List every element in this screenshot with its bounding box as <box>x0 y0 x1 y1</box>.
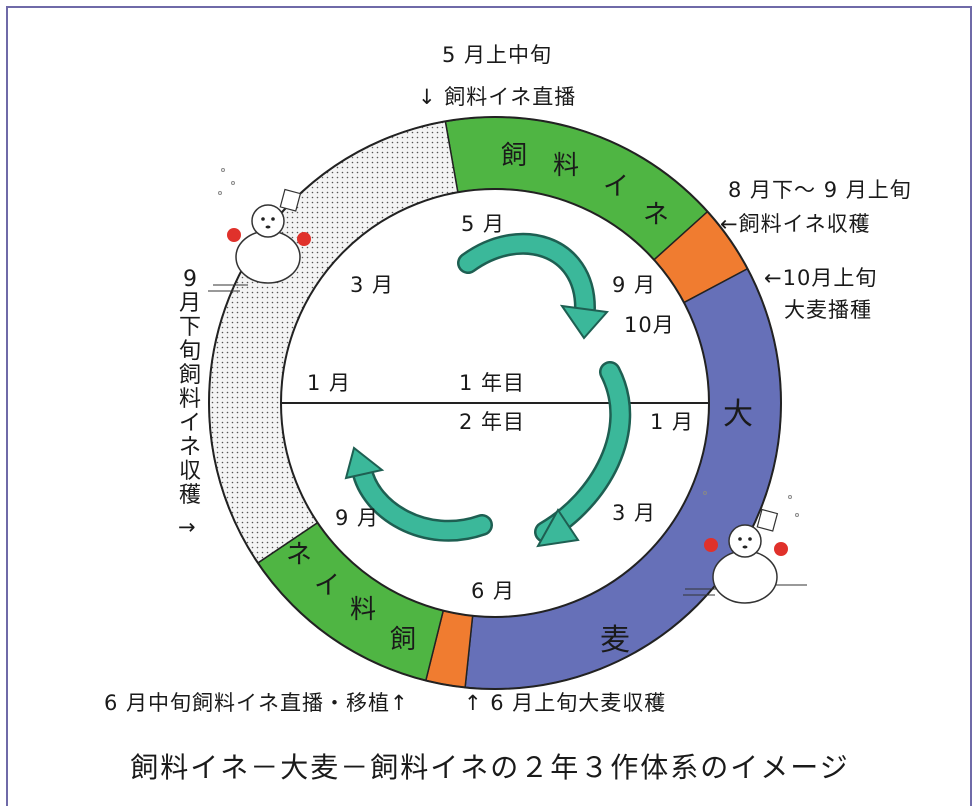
annotation-aug-line2: ←飼料イネ収穫 <box>720 212 871 236</box>
month-label: 5 月 <box>461 212 506 236</box>
year1-label: 1 年目 <box>459 371 526 395</box>
snowman-icon <box>208 168 311 292</box>
ring-label: イ <box>603 172 631 202</box>
ring-label: 大 <box>723 397 754 432</box>
figure-caption: 飼料イネ－大麦－飼料イネの２年３作体系のイメージ <box>130 751 850 784</box>
annotation-sep-arrow: → <box>178 515 197 539</box>
month-label: 3 月 <box>350 273 395 297</box>
month-label: 3 月 <box>612 501 657 525</box>
ring-label: 飼 <box>501 141 529 171</box>
figure-frame <box>6 6 972 806</box>
annotation-may-line2: ↓ 飼料イネ直播 <box>418 85 577 109</box>
ring-label: ネ <box>286 540 314 570</box>
annotation-aug-line1: 8 月下～ 9 月上旬 <box>728 178 912 202</box>
ring-label: イ <box>314 571 342 601</box>
arrow-heads <box>344 304 609 548</box>
month-label: 1 月 <box>307 371 352 395</box>
ring-label: 料 <box>350 595 378 625</box>
month-label: 1 月 <box>650 410 695 434</box>
ring-label: 麦 <box>600 623 631 658</box>
annotation-sep-vertical: 9月下旬飼料イネ収穫 <box>178 267 201 508</box>
month-label: 6 月 <box>471 579 516 603</box>
annotation-oct-line1: ←10月上旬 <box>764 266 878 290</box>
annotation-jun-early: ↑ 6 月上旬大麦収穫 <box>464 691 667 715</box>
annotation-may-line1: 5 月上中旬 <box>442 43 553 67</box>
month-label: 9 月 <box>612 273 657 297</box>
month-label: 9 月 <box>335 506 380 530</box>
annotation-oct-line2: 大麦播種 <box>784 298 872 322</box>
snowman-icon <box>683 491 807 604</box>
month-label: 10月 <box>624 313 675 337</box>
ring-label: 料 <box>553 151 581 181</box>
ring-label: ネ <box>643 200 671 230</box>
year2-label: 2 年目 <box>459 410 526 434</box>
annotation-jun-mid: 6 月中旬飼料イネ直播・移植↑ <box>104 691 409 715</box>
outer-circle <box>208 116 782 690</box>
ring-label: 飼 <box>390 625 418 655</box>
